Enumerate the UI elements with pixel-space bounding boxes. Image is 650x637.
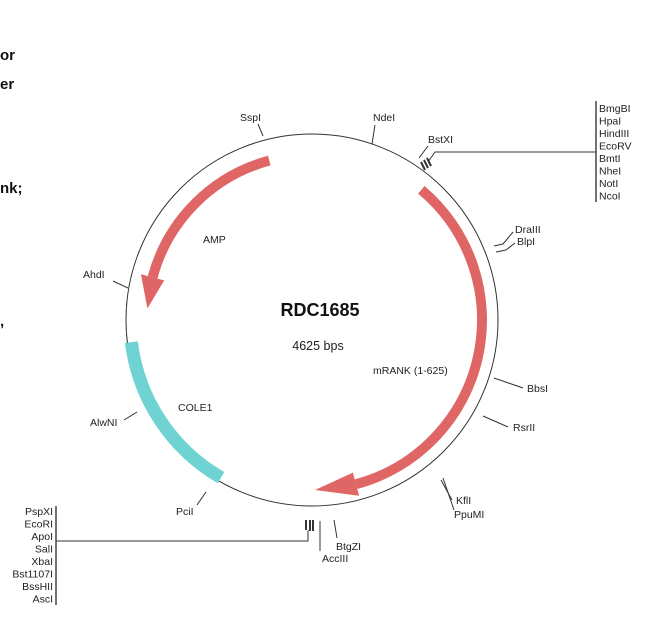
site-rsrii: RsrII [482,415,535,434]
site-label: BbsI [527,383,548,395]
site-label: PciI [176,506,194,518]
site-ahdi: AhdI [83,269,129,289]
site-label: HpaI [599,116,621,128]
site-label: NcoI [599,191,621,203]
site-label: DraIII [515,224,541,236]
site-label: PpuMI [454,509,484,521]
site-label: NheI [599,166,621,178]
site-kfli: KflI [440,479,471,507]
site-label: SspI [240,112,261,124]
site-label: BssHII [22,581,53,593]
site-label: AlwNI [90,417,117,429]
plasmid-name: RDC1685 [280,300,359,320]
site-label: AscI [33,594,53,606]
site-label: Bst1107I [12,569,53,581]
site-bstxi: BstXI [418,134,453,159]
site-label: BstXI [428,134,453,146]
site-btgzi: BtgZI [333,519,361,553]
site-sspi: SspI [240,112,264,137]
site-label: HindIII [599,128,629,140]
site-label: XbaI [31,556,53,568]
text-fragment: nk; [0,180,23,197]
site-ndei: NdeI [371,112,395,145]
site-label: PspXI [25,506,53,518]
site-draiii: DraIII [493,224,541,247]
site-label: RsrII [513,422,535,434]
mcs-right-cluster: BmgBI HpaI HindIII EcoRV BmtI NheI NotI … [420,101,632,203]
feature-mrank-arrow [315,185,487,496]
site-label: BlpI [517,236,535,248]
site-label: SalI [35,544,53,556]
feature-amp-arrow [141,155,271,309]
text-fragment: er [0,76,14,93]
site-label: ApoI [31,531,53,543]
feature-label-cole1: COLE1 [178,402,213,414]
site-label: BmtI [599,153,621,165]
text-fragment: or [0,47,15,64]
site-label: KflI [456,495,471,507]
site-label: EcoRV [599,141,632,153]
site-alwni: AlwNI [90,411,138,429]
plasmid-backbone [125,133,499,507]
feature-cole1 [124,341,225,484]
site-label: NotI [599,178,618,190]
feature-label-amp: AMP [203,234,226,246]
site-label: BtgZI [336,541,361,553]
site-pcii: PciI [176,491,207,518]
site-label: AhdI [83,269,105,281]
site-blpi: BlpI [495,236,535,253]
feature-label-mrank: mRANK (1-625) [373,365,448,377]
mcs-left-cluster: PspXI EcoRI ApoI SalI XbaI Bst1107I BssH… [12,506,314,606]
site-label: BmgBI [599,103,631,115]
site-label: AccIII [322,553,348,565]
site-ppumi: PpuMI [442,477,484,521]
site-bbsi: BbsI [493,377,548,395]
site-acciii: AccIII [319,521,348,565]
site-label: EcoRI [24,519,53,531]
site-label: NdeI [373,112,395,124]
text-fragment: , [0,313,4,330]
plasmid-size: 4625 bps [292,339,343,353]
